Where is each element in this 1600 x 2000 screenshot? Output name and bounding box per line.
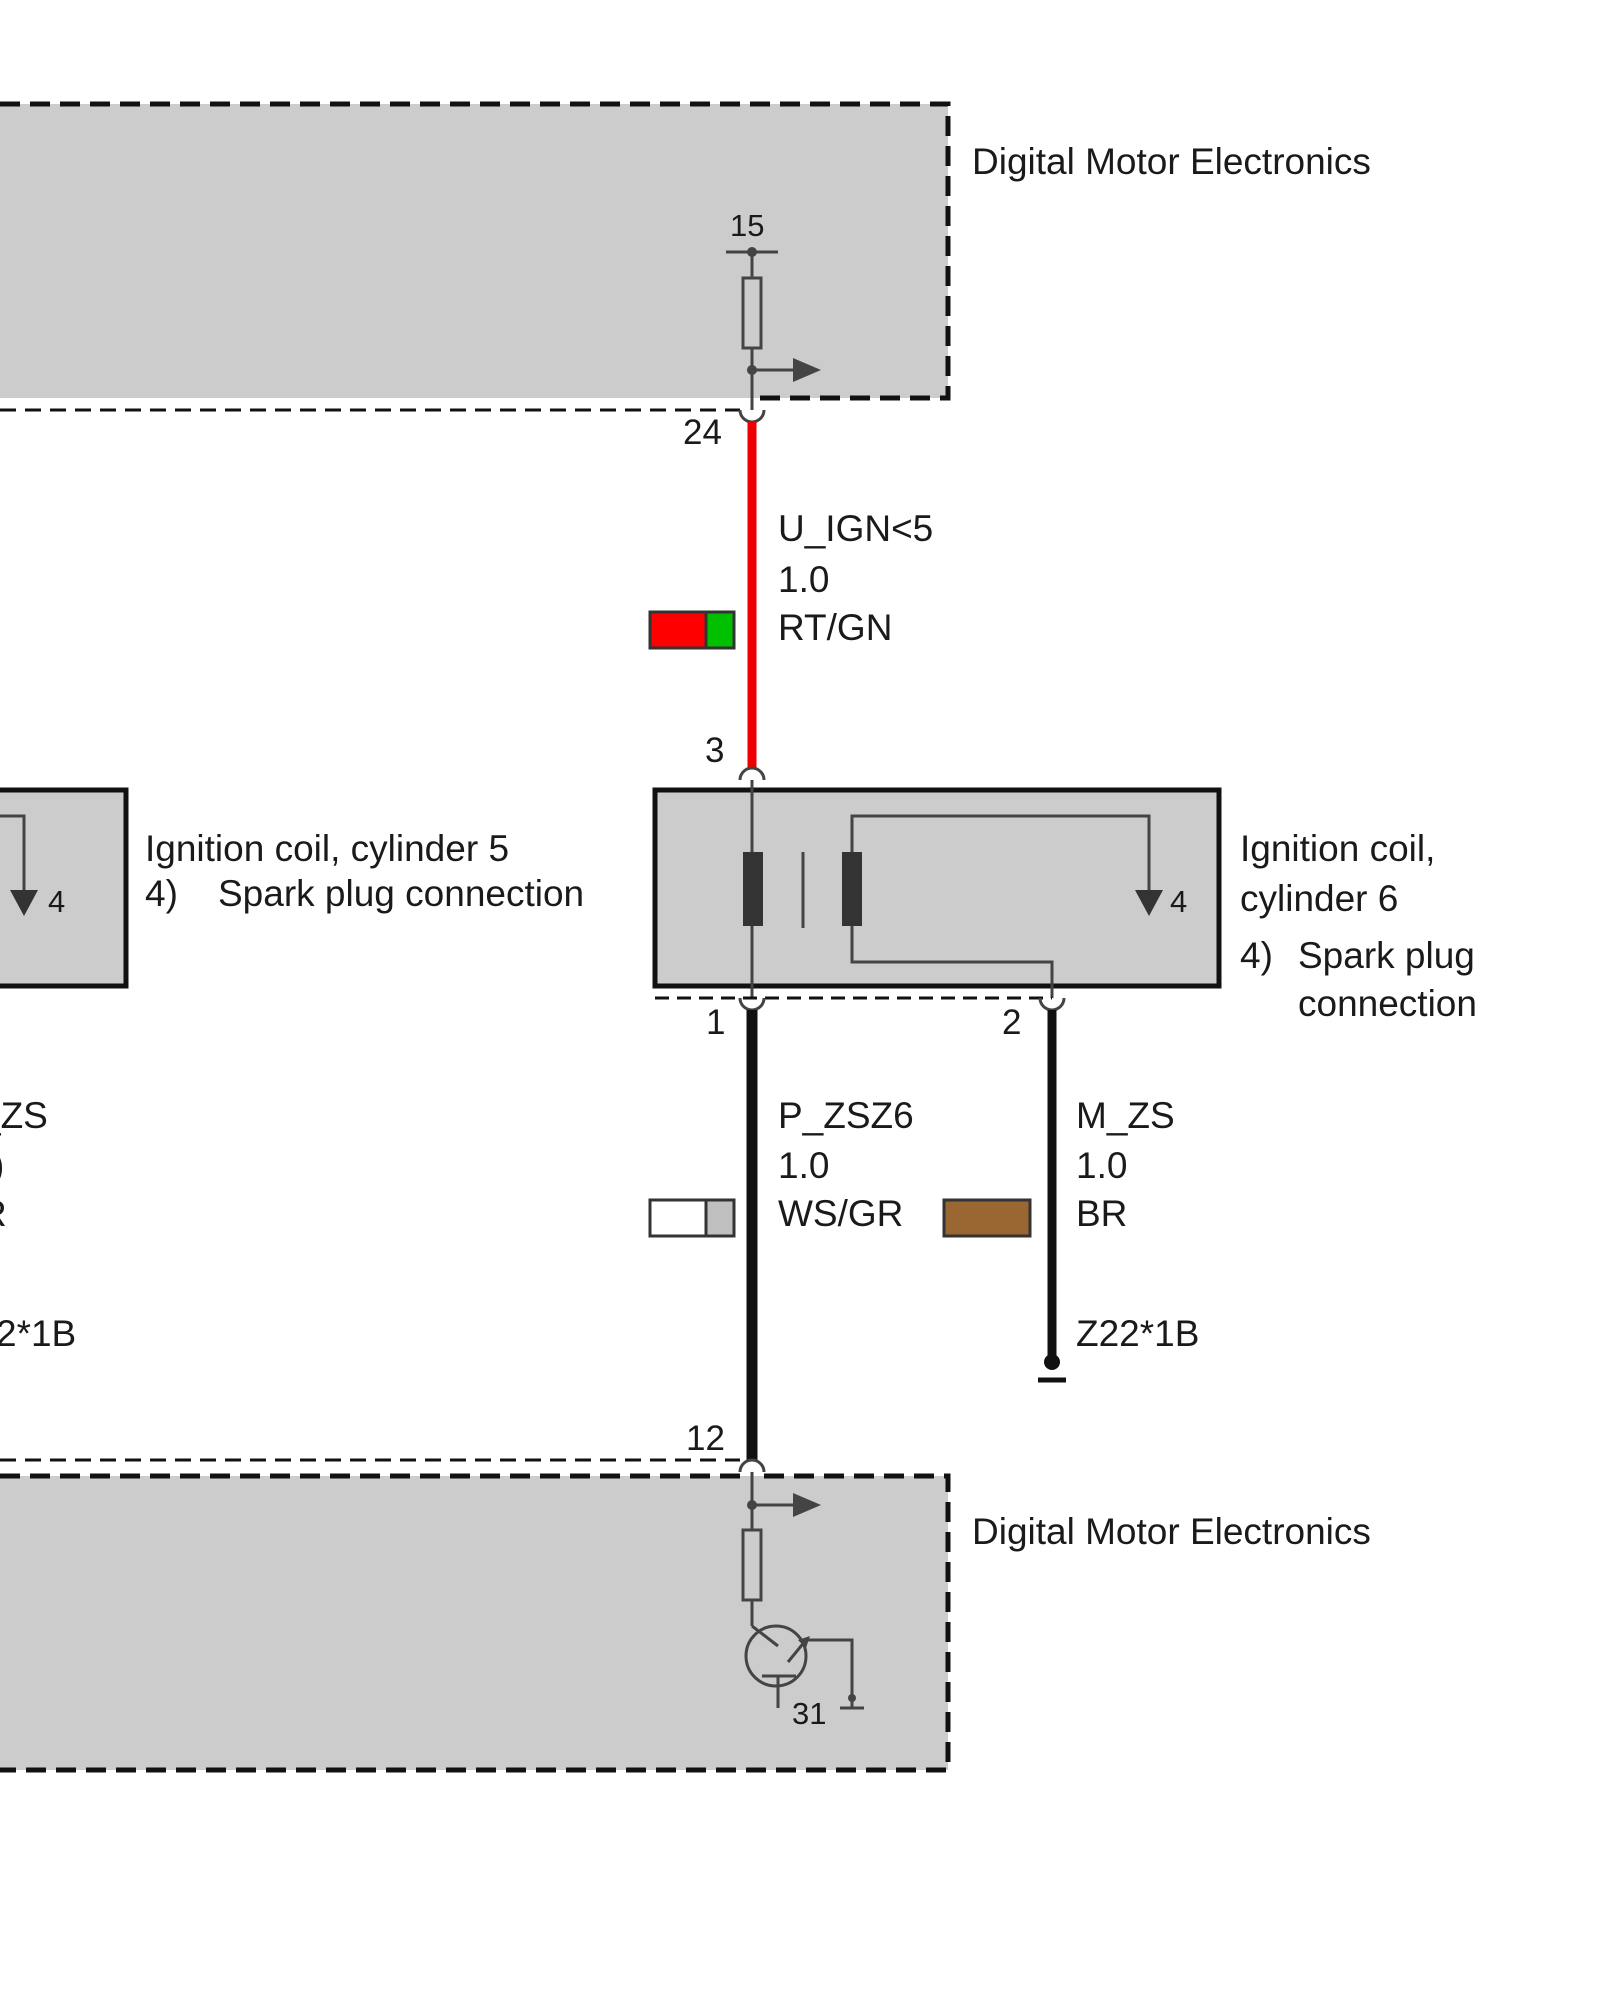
pin-24-label: 24 [683,413,722,452]
secondary-winding-icon [842,852,862,926]
bottom-dme-internal-circuit [741,1472,864,1710]
pin-3-label: 3 [705,731,724,770]
top-terminal-label: 15 [730,208,764,243]
left-wire-gauge: 1.0 [778,1145,829,1186]
right-wire-ground-label: Z22*1B [1076,1313,1199,1354]
bottom-dme-label: Digital Motor Electronics [972,1511,1371,1552]
top-wire-gauge: 1.0 [778,559,829,600]
cyl6-note-line2: connection [1298,983,1477,1024]
spark-plug-arrow-icon [1135,890,1163,916]
left-wire: 1 P_ZSZ6 1.0 WS/GR 12 [648,997,914,1473]
ground-terminal-31: 31 [792,1696,826,1731]
ignition-coil-cyl6: 4 Ignition coil, cylinder 6 4) Spark plu… [652,780,1477,1024]
top-dme-label: Digital Motor Electronics [972,141,1371,182]
cyl5-wire-gauge: ) [0,1145,4,1186]
cyl6-label-line2: cylinder 6 [1240,878,1398,919]
ignition-coil-cyl5: 4 Ignition coil, cylinder 5 4) Spark plu… [0,787,584,989]
primary-winding-icon [743,852,763,926]
left-wire-signal: P_ZSZ6 [778,1095,914,1136]
cyl6-output-pin: 4 [1170,884,1187,919]
cyl6-label-line1: Ignition coil, [1240,828,1435,869]
cyl5-wire-ground: 2*1B [0,1313,76,1354]
right-wire-signal: M_ZS [1076,1095,1175,1136]
right-wire-gauge: 1.0 [1076,1145,1127,1186]
bottom-resistor-icon [741,1528,763,1602]
cyl5-wire-partial-labels: _ZS ) R 2*1B [0,1095,76,1354]
top-wire-color-swatch [648,610,736,650]
cyl5-wire-color-code: R [0,1193,7,1234]
ground-point-icon [1044,1354,1060,1370]
output-arrow-icon [793,358,821,382]
cyl5-note-text: Spark plug connection [218,873,584,914]
right-wire: 2 M_ZS 1.0 BR Z22*1B [942,997,1199,1383]
bottom-output-arrow-icon [793,1493,821,1517]
right-wire-color-code: BR [1076,1193,1127,1234]
top-wire-signal: U_IGN<5 [778,508,933,549]
pin-2-label: 2 [1002,1003,1021,1042]
cyl6-note-number: 4) [1240,935,1273,976]
cyl5-label: Ignition coil, cylinder 5 [145,828,509,869]
cyl6-note-line1: Spark plug [1298,935,1475,976]
transistor-icon [744,1624,854,1708]
cyl5-output-pin: 4 [48,884,65,919]
right-wire-color-swatch [942,1198,1032,1238]
left-wire-color-code: WS/GR [778,1193,903,1234]
cyl5-note-number: 4) [145,873,178,914]
top-wire: 24 U_IGN<5 1.0 RT/GN 3 [648,409,933,781]
top-wire-color-code: RT/GN [778,607,892,648]
pin-1-label: 1 [706,1003,725,1042]
left-wire-color-swatch [648,1198,736,1238]
cyl5-spark-plug-arrow-icon [10,890,38,916]
cyl5-wire-signal: _ZS [0,1095,48,1136]
top-dme-module: Digital Motor Electronics 15 [0,101,1371,412]
bottom-dme-module: Digital Motor Electronics 31 [0,1458,1371,1773]
resistor-icon [741,276,763,350]
top-dme-internal-circuit [726,247,821,410]
pin-12-label: 12 [686,1419,725,1458]
